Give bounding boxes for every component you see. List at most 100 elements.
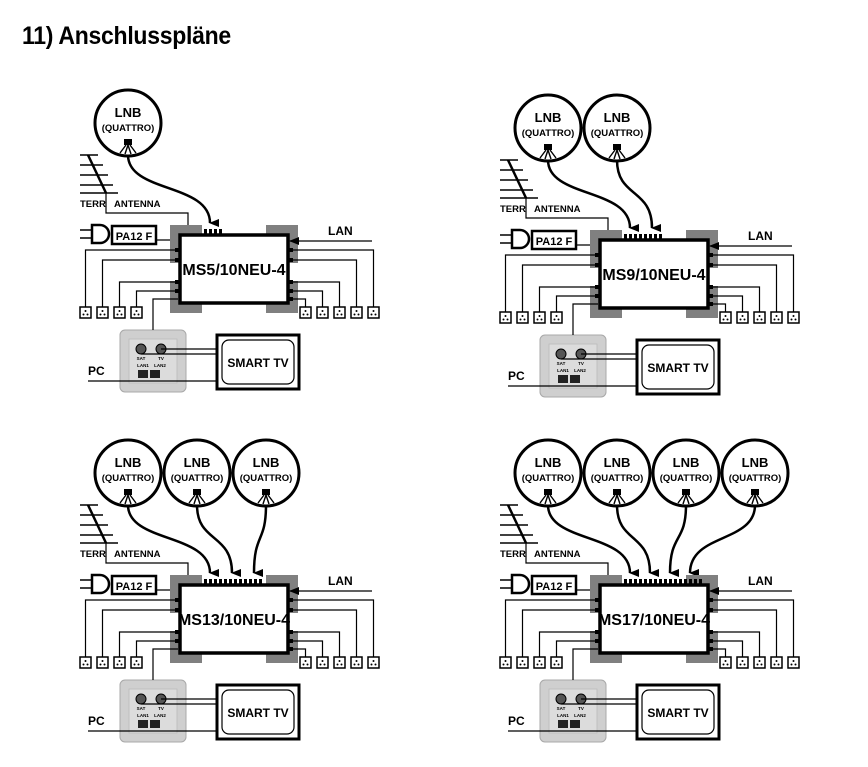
smart-tv-label: SMART TV bbox=[227, 356, 288, 370]
lnb-title: LNB bbox=[535, 455, 562, 470]
lnb-feed-icon bbox=[682, 489, 690, 495]
smart-tv-label: SMART TV bbox=[647, 706, 708, 720]
lnb-title: LNB bbox=[115, 455, 142, 470]
lnb-feed-icon bbox=[751, 489, 759, 495]
diagram-ms13: LNB(QUATTRO)LNB(QUATTRO)LNB(QUATTRO)TERR… bbox=[79, 438, 380, 743]
sat-outlet-icon bbox=[316, 656, 329, 669]
input-connector bbox=[624, 579, 627, 585]
sat-outlet-icon bbox=[79, 306, 92, 319]
multiswitch-model-label: MS17/10NEU-4 bbox=[598, 612, 710, 629]
sat-outlet-icon bbox=[367, 306, 380, 319]
outlet-cable bbox=[290, 631, 341, 657]
outlet-cable bbox=[101, 609, 178, 657]
sat-outlet-icon bbox=[96, 656, 109, 669]
input-connector bbox=[219, 229, 222, 235]
input-connector bbox=[699, 579, 702, 585]
input-connector bbox=[664, 579, 667, 585]
outlet-cable bbox=[135, 640, 178, 657]
sat-outlet-icon bbox=[753, 656, 766, 669]
lan1-port-label: LAN1 bbox=[137, 713, 149, 718]
input-connector bbox=[254, 579, 257, 585]
outlet-cable bbox=[710, 631, 761, 657]
input-connector bbox=[219, 579, 222, 585]
lnb-cable bbox=[126, 504, 220, 577]
input-connector bbox=[679, 579, 682, 585]
lan2-port-label: LAN2 bbox=[574, 368, 586, 373]
lan2-port-label: LAN2 bbox=[154, 363, 166, 368]
outlet-cable bbox=[710, 648, 727, 657]
input-connector bbox=[649, 234, 652, 240]
smart-tv: SMART TV bbox=[215, 333, 301, 391]
outlet-cable bbox=[290, 640, 324, 657]
lnb-quattro-2: LNB(QUATTRO) bbox=[582, 438, 652, 508]
outlet-cable bbox=[290, 599, 375, 657]
lan2-port-icon bbox=[150, 720, 160, 728]
outlet-cable bbox=[290, 281, 341, 307]
sat-outlet-icon bbox=[130, 306, 143, 319]
terr-cable bbox=[105, 193, 189, 231]
outlet-cable bbox=[538, 286, 598, 312]
sat-port-icon bbox=[135, 343, 147, 355]
plug-icon bbox=[90, 223, 111, 245]
sat-outlet-icon bbox=[333, 306, 346, 319]
power-supply-label: PA12 F bbox=[116, 231, 153, 243]
terr-antenna-icon bbox=[500, 504, 538, 544]
lnb-quattro-1: LNB(QUATTRO) bbox=[93, 88, 163, 158]
lnb-subtitle: (QUATTRO) bbox=[171, 473, 224, 484]
sat-outlet-icon bbox=[770, 656, 783, 669]
socket-cable bbox=[152, 298, 178, 330]
input-connector bbox=[629, 579, 632, 585]
input-connector bbox=[249, 579, 252, 585]
lan-label: LAN bbox=[328, 224, 353, 238]
lan2-port-icon bbox=[150, 370, 160, 378]
input-connector bbox=[209, 579, 212, 585]
outlet-cable bbox=[710, 640, 744, 657]
terr-antenna-icon bbox=[80, 504, 118, 544]
page-title: 11) Anschlusspläne bbox=[22, 22, 231, 50]
input-connector bbox=[224, 579, 227, 585]
lnb-subtitle: (QUATTRO) bbox=[522, 473, 575, 484]
lan2-port-icon bbox=[570, 720, 580, 728]
input-connector bbox=[209, 229, 212, 235]
lnb-title: LNB bbox=[115, 105, 142, 120]
sat-outlet-icon bbox=[736, 311, 749, 324]
input-connector bbox=[624, 234, 627, 240]
input-connector bbox=[234, 579, 237, 585]
input-connector bbox=[659, 234, 662, 240]
lnb-quattro-1: LNB(QUATTRO) bbox=[93, 438, 163, 508]
power-supply: PA12 F bbox=[500, 228, 578, 251]
lnb-cable bbox=[126, 154, 220, 227]
sat-outlet-icon bbox=[299, 656, 312, 669]
lan1-port-icon bbox=[138, 720, 148, 728]
antenna-label: ANTENNA bbox=[534, 204, 581, 215]
outlet-cable bbox=[710, 609, 778, 657]
outlet-cable bbox=[710, 286, 761, 312]
lan2-port-label: LAN2 bbox=[574, 713, 586, 718]
input-connector bbox=[229, 579, 232, 585]
sat-port-icon bbox=[555, 348, 567, 360]
smart-tv-label: SMART TV bbox=[227, 706, 288, 720]
plug-icon bbox=[90, 573, 111, 595]
outlet-cable bbox=[710, 303, 727, 312]
multiswitch-model-label: MS9/10NEU-4 bbox=[602, 267, 705, 284]
diagram-ms17: LNB(QUATTRO)LNB(QUATTRO)LNB(QUATTRO)LNB(… bbox=[499, 438, 800, 743]
lan-label: LAN bbox=[328, 574, 353, 588]
socket-cable bbox=[572, 648, 598, 680]
socket-cable bbox=[152, 648, 178, 680]
lan1-port-icon bbox=[558, 720, 568, 728]
lnb-quattro-2: LNB(QUATTRO) bbox=[582, 93, 652, 163]
power-supply-label: PA12 F bbox=[536, 236, 573, 248]
plug-icon bbox=[510, 228, 531, 250]
sat-port-label: SAT bbox=[137, 356, 146, 361]
outlet-cable bbox=[101, 259, 178, 307]
lnb-cable bbox=[668, 504, 688, 578]
lnb-cable bbox=[252, 504, 268, 578]
input-connector bbox=[644, 579, 647, 585]
sat-outlet-icon bbox=[787, 656, 800, 669]
pc-label: PC bbox=[88, 714, 105, 728]
antenna-label: ANTENNA bbox=[114, 199, 161, 210]
outlet-cable bbox=[290, 609, 358, 657]
terr-antenna-icon bbox=[80, 154, 118, 194]
